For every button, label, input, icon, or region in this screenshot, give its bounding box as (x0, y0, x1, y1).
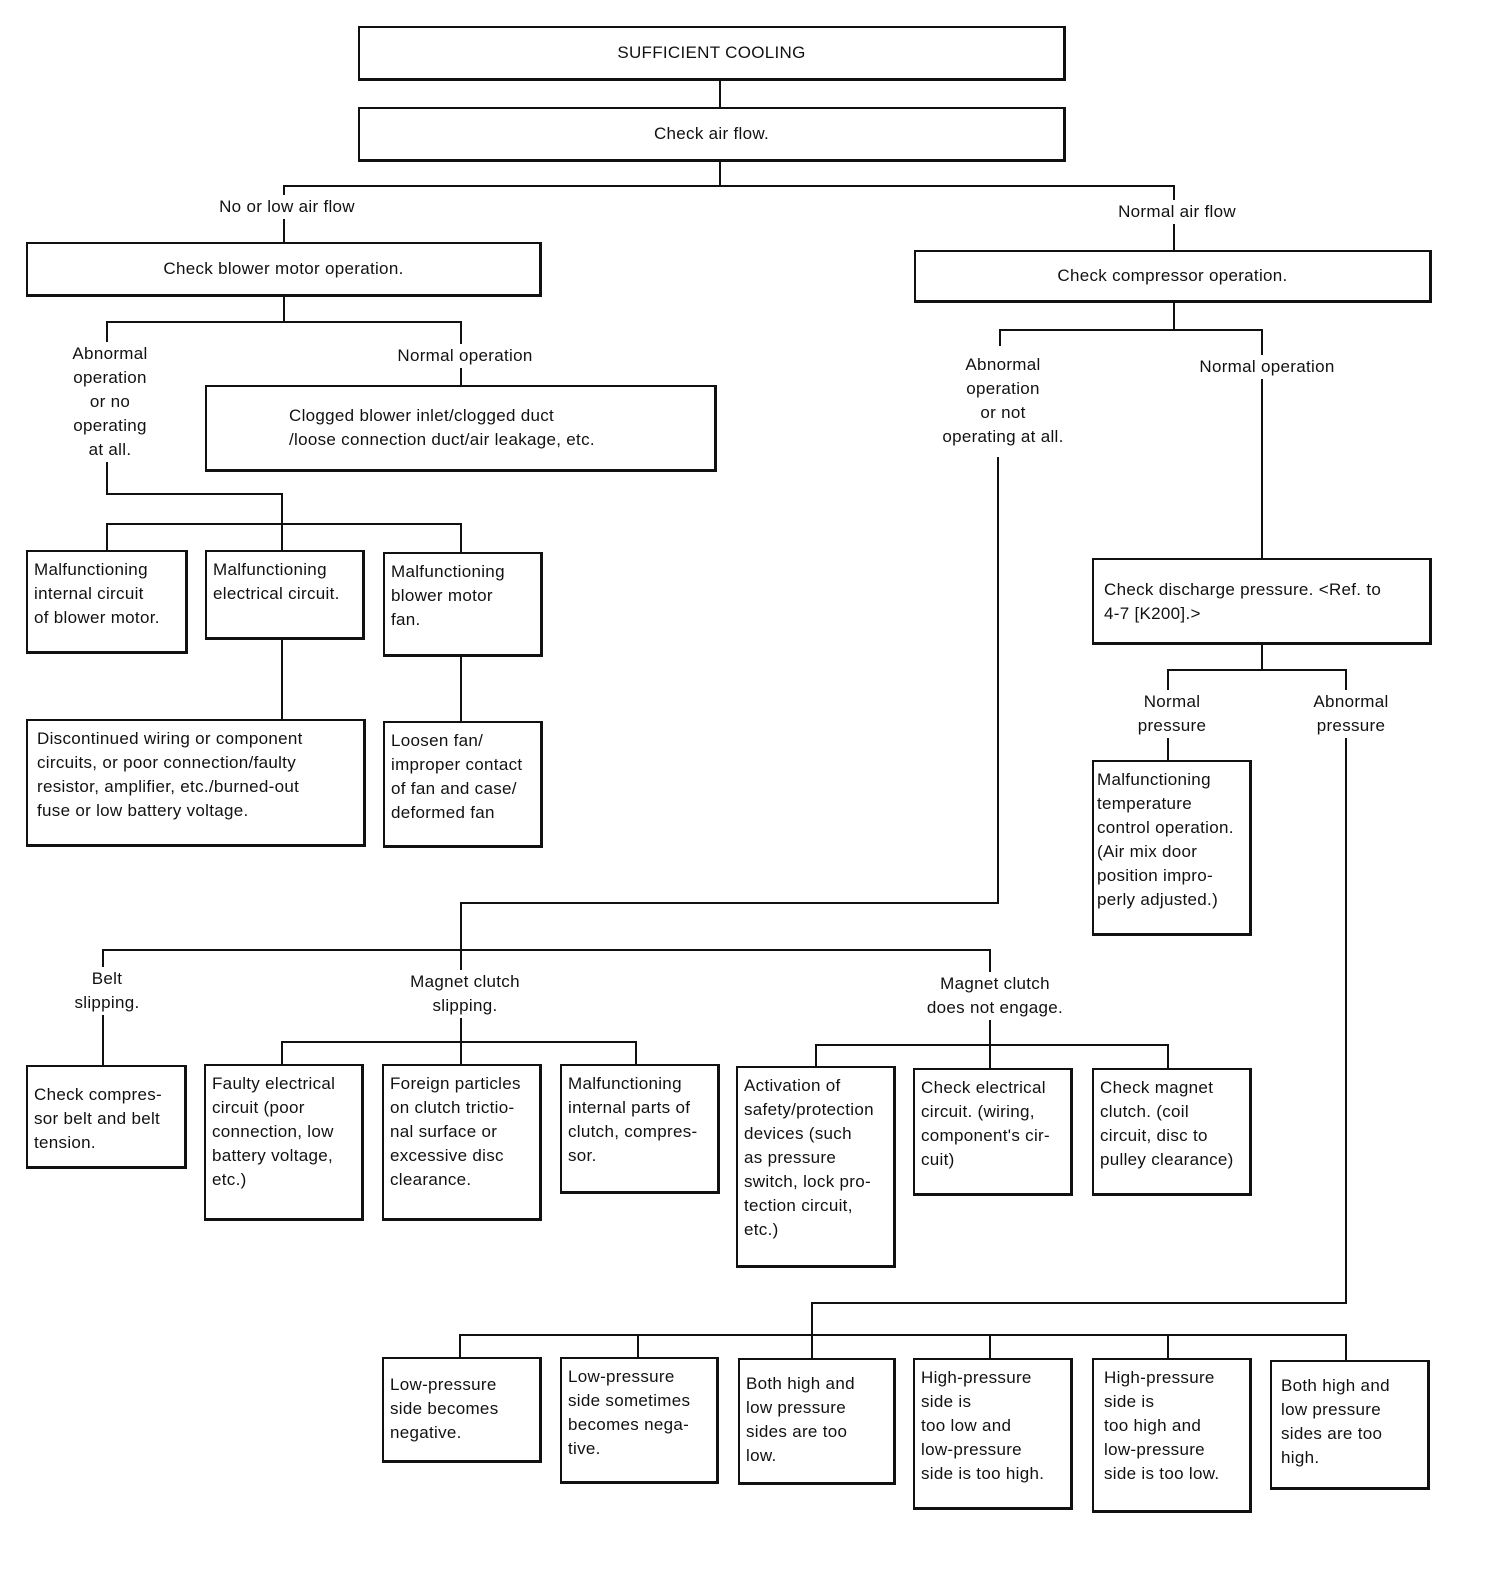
label-abnormal-blower: Abnormal operation or no operating at al… (50, 342, 170, 462)
node-check-compressor: Check compressor operation. (914, 250, 1432, 303)
node-both-high: Both high and low pressure sides are too… (1270, 1360, 1430, 1490)
node-check-belt: Check compres- sor belt and belt tension… (26, 1065, 187, 1169)
node-high-high-low-low: High-pressure side is too high and low-p… (1092, 1358, 1252, 1513)
label-abnormal-compressor: Abnormal operation or not operating at a… (922, 353, 1084, 449)
node-malf-blower-fan: Malfunctioning blower motor fan. (383, 552, 543, 657)
label-belt-slipping: Belt slipping. (60, 967, 154, 1015)
node-malf-electrical: Malfunctioning electrical circuit. (205, 550, 365, 640)
node-low-sometimes: Low-pressure side sometimes becomes nega… (560, 1357, 719, 1484)
node-malf-temp-control: Malfunctioning temperature control opera… (1092, 760, 1252, 936)
node-malf-internal-clutch: Malfunctioning internal parts of clutch,… (560, 1064, 720, 1194)
node-discontinued-wiring: Discontinued wiring or component circuit… (26, 719, 366, 847)
label-normal-air-flow: Normal air flow (1100, 200, 1254, 224)
node-both-low: Both high and low pressure sides are too… (738, 1358, 896, 1485)
node-check-air-flow: Check air flow. (358, 107, 1066, 162)
node-foreign-particles: Foreign particles on clutch trictio- nal… (382, 1064, 542, 1221)
node-sufficient-cooling: SUFFICIENT COOLING (358, 26, 1066, 81)
node-check-magnet: Check magnet clutch. (coil circuit, disc… (1092, 1068, 1252, 1196)
node-high-low-low-high: High-pressure side is too low and low-pr… (913, 1358, 1073, 1510)
node-loosen-fan: Loosen fan/ improper contact of fan and … (383, 721, 543, 848)
node-malf-internal-blower: Malfunctioning internal circuit of blowe… (26, 550, 188, 654)
node-check-electrical: Check electrical circuit. (wiring, compo… (913, 1068, 1073, 1196)
node-faulty-electrical: Faulty electrical circuit (poor connecti… (204, 1064, 364, 1221)
node-clogged-blower: Clogged blower inlet/clogged duct /loose… (205, 385, 717, 472)
label-no-low-air-flow: No or low air flow (198, 195, 376, 219)
label-normal-blower: Normal operation (380, 344, 550, 368)
label-magnet-not-engage: Magnet clutch does not engage. (908, 972, 1082, 1020)
label-normal-compressor: Normal operation (1182, 355, 1352, 379)
node-activation-safety: Activation of safety/protection devices … (736, 1066, 896, 1268)
label-magnet-slipping: Magnet clutch slipping. (392, 970, 538, 1018)
label-abnormal-pressure: Abnormal pressure (1296, 690, 1406, 738)
node-check-blower: Check blower motor operation. (26, 242, 542, 297)
label-normal-pressure: Normal pressure (1124, 690, 1220, 738)
node-low-negative: Low-pressure side becomes negative. (382, 1357, 542, 1463)
node-check-discharge: Check discharge pressure. <Ref. to 4-7 [… (1092, 558, 1432, 645)
